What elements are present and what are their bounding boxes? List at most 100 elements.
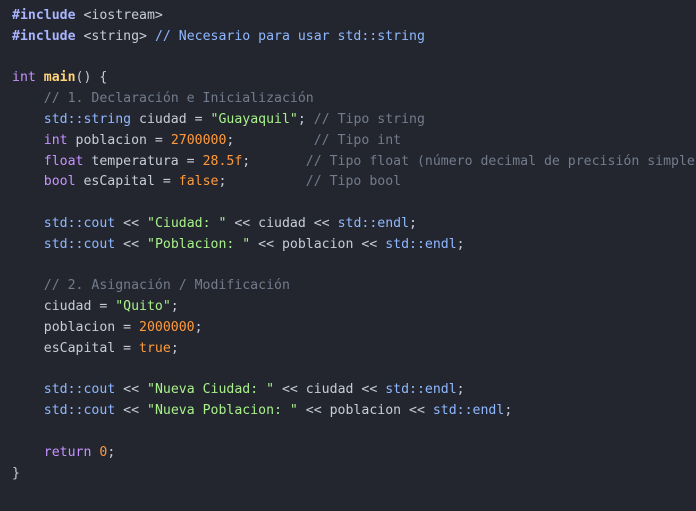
code-line[interactable]: } [12,464,696,485]
code-line[interactable]: int main() { [12,68,696,89]
code-token: std::cout [43,215,116,231]
code-line[interactable]: return 0; [12,443,696,464]
code-line[interactable]: std::cout << "Poblacion: " << poblacion … [12,235,696,256]
code-line[interactable]: poblacion = 2000000; [12,318,696,339]
code-token: poblacion = [12,319,140,335]
code-token: "Quito" [115,299,171,315]
code-token [12,112,44,127]
code-token: 28.5f [202,153,243,169]
code-token: poblacion = [67,132,171,148]
code-token: <iostream> [75,8,163,23]
code-token: std::endl [432,403,505,419]
code-line[interactable] [12,193,696,214]
code-token: "Poblacion: " [147,236,251,252]
code-token: ; [170,299,179,315]
code-token [12,237,44,252]
code-token: ciudad = [12,299,116,315]
code-token: () { [75,70,108,86]
code-line[interactable]: // 2. Asignación / Modificación [12,276,696,297]
code-token: ; [456,382,465,398]
code-token: // 2. Asignación / Modificación [12,278,290,294]
code-token: std::string [43,111,132,127]
code-token: << poblacion << [297,403,433,419]
code-token: // Tipo bool [305,174,402,190]
code-token: << [115,215,147,231]
code-token: "Nueva Poblacion: " [147,403,298,419]
code-token: true [139,340,171,356]
code-token: ; [504,403,513,419]
code-token: // Necesario para usar std::string [154,28,425,44]
code-token: ; [218,174,306,190]
code-token: "Ciudad: " [147,215,227,231]
code-token [12,174,44,189]
code-token [12,382,44,397]
code-line[interactable]: ciudad = "Quito"; [12,297,696,318]
code-token [12,216,44,231]
code-token: ; [194,319,203,335]
code-line[interactable]: esCapital = true; [12,339,696,360]
code-token [12,154,44,169]
code-line[interactable]: bool esCapital = false; // Tipo bool [12,172,696,193]
code-token: "Nueva Ciudad: " [147,382,275,398]
code-line[interactable] [12,422,696,443]
code-token: #include [12,28,76,44]
code-token: // Tipo string [313,111,425,127]
code-token: << [115,382,147,398]
code-token: // 1. Declaración e Inicialización [12,91,314,107]
code-line[interactable]: std::cout << "Ciudad: " << ciudad << std… [12,214,696,235]
code-token: std::cout [43,236,116,252]
code-line[interactable]: float temperatura = 28.5f; // Tipo float… [12,152,696,173]
code-token: 2700000 [170,132,227,148]
code-line[interactable]: // 1. Declaración e Inicialización [12,89,696,110]
code-token: ; [242,153,306,169]
code-token: std::endl [385,236,457,252]
code-token: int [43,132,68,148]
code-token: ; [170,340,179,356]
code-token: 2000000 [139,319,195,335]
code-token: int [12,70,36,86]
code-token: ciudad = [131,111,211,127]
code-token [12,403,44,418]
code-line[interactable] [12,48,696,69]
code-line[interactable]: #include <iostream> [12,6,696,27]
code-token: ; [409,215,417,231]
code-token: 0 [99,444,108,460]
code-token: return [43,444,92,460]
code-token [12,133,44,148]
code-token: std::endl [337,215,410,231]
code-line[interactable]: std::string ciudad = "Guayaquil"; // Tip… [12,110,696,131]
code-token: ; [297,111,314,127]
code-line[interactable]: std::cout << "Nueva Ciudad: " << ciudad … [12,380,696,401]
code-token: main [43,70,76,86]
code-token [12,445,44,460]
code-token: << poblacion << [250,236,386,252]
code-token: << [115,403,147,419]
code-token: // Tipo int [313,132,402,148]
code-line[interactable]: #include <string> // Necesario para usar… [12,27,696,48]
code-token: << ciudad << [226,215,338,231]
code-token: // Tipo float (número decimal de precisi… [305,153,696,169]
code-line[interactable]: std::cout << "Nueva Poblacion: " << pobl… [12,401,696,422]
code-block[interactable]: #include <iostream>#include <string> // … [12,6,696,484]
code-token: <string> [75,28,155,44]
code-token: << ciudad << [274,382,386,398]
code-token: std::cout [43,382,116,398]
code-token: #include [12,8,76,23]
code-token: std::endl [385,382,457,398]
code-token: false [178,174,219,190]
code-token: esCapital = [12,340,140,356]
code-line[interactable] [12,360,696,381]
code-token: bool [43,174,76,190]
code-token: } [12,465,20,481]
code-token: ; [456,236,465,252]
code-token: std::cout [43,403,116,419]
code-token: float [43,153,84,169]
code-line[interactable]: int poblacion = 2700000; // Tipo int [12,131,696,152]
code-token: ; [226,132,314,148]
code-token: << [115,236,147,252]
code-token: "Guayaquil" [210,111,298,127]
code-token: ; [107,444,116,460]
code-token [36,70,44,85]
code-line[interactable] [12,256,696,277]
